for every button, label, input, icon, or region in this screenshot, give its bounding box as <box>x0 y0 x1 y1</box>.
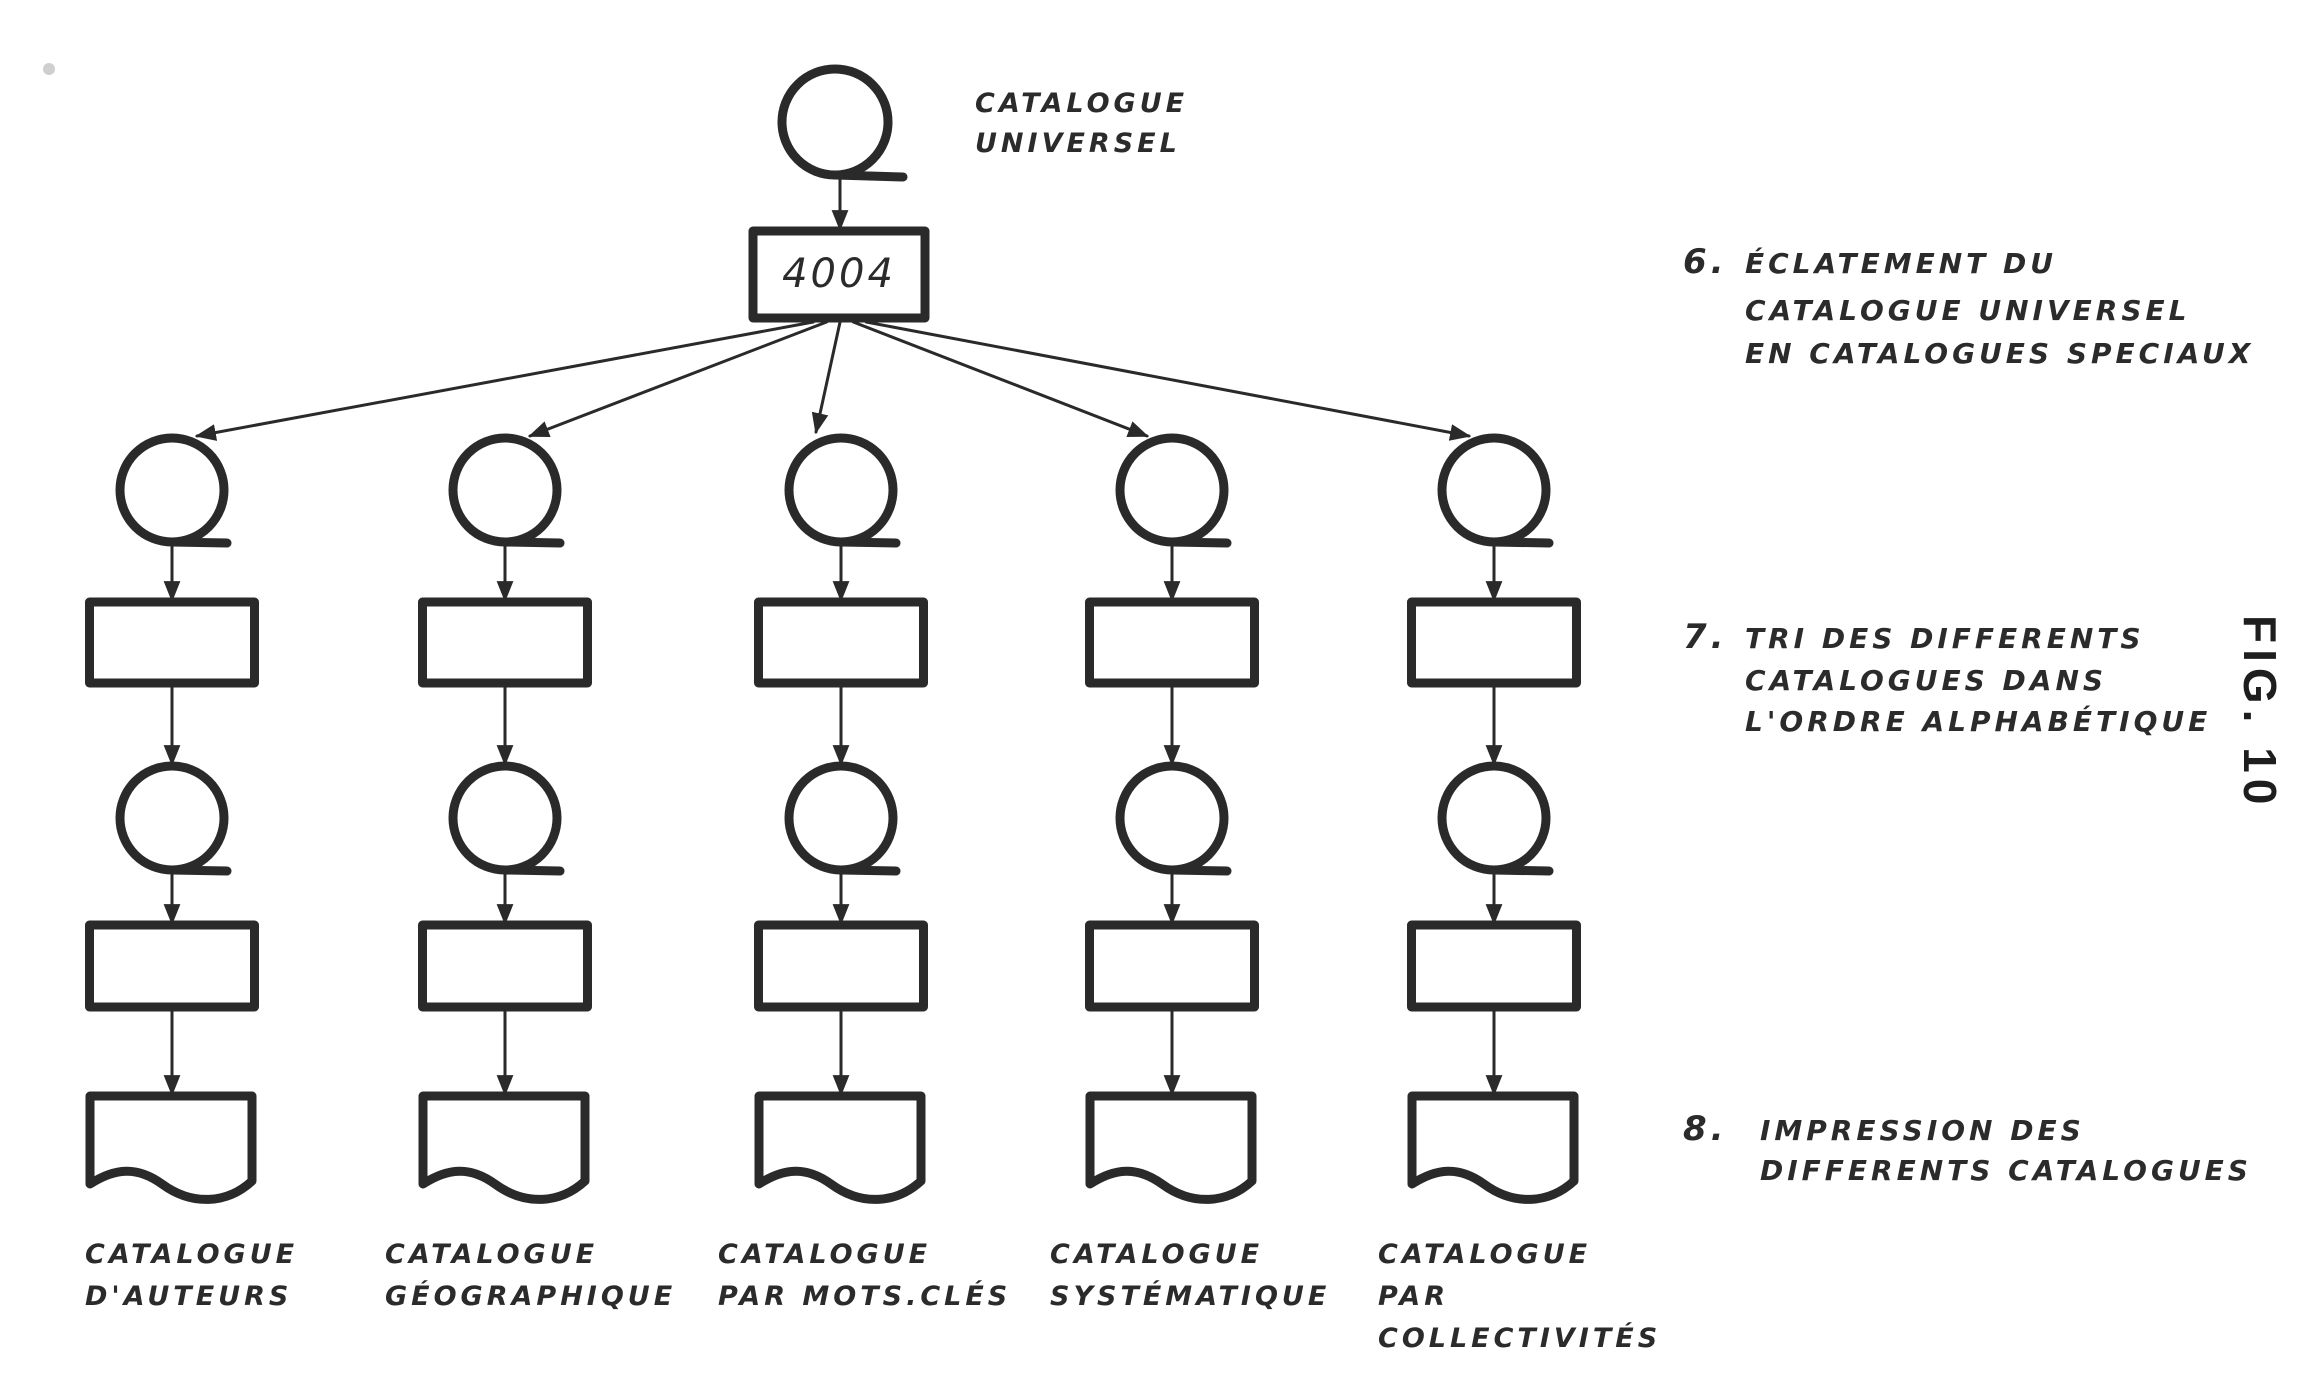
tape-icon <box>784 761 898 875</box>
fan-arrow-systematique <box>851 320 1149 438</box>
tape-tail <box>500 865 565 876</box>
fan-out-arrows <box>194 320 1472 441</box>
catalogue-columns: CATALOGUED'AUTEURSCATALOGUEGÉOGRAPHIQUEC… <box>85 433 1661 1354</box>
tape-icon <box>784 433 898 547</box>
column-label-line: SYSTÉMATIQUE <box>1050 1280 1330 1312</box>
step-7-line-1: TRI DES DIFFERENTS <box>1745 622 2145 655</box>
sort-process-box <box>754 597 928 688</box>
source-tape <box>777 64 908 182</box>
fan-arrow-mots-cles <box>811 320 842 435</box>
step-8-number: 8. <box>1683 1109 1728 1149</box>
column-label-line: CATALOGUE <box>85 1239 298 1270</box>
source-label-line-1: CATALOGUE <box>975 88 1188 119</box>
tape-icon <box>1115 433 1229 547</box>
column-label-line: CATALOGUE <box>385 1239 598 1270</box>
printed-document-icon <box>85 1091 257 1204</box>
tape-tail <box>167 537 232 548</box>
tape-icon <box>115 433 229 547</box>
print-process-box <box>1407 920 1581 1012</box>
tape-tail <box>836 537 901 548</box>
sort-process-box <box>418 597 592 688</box>
fan-arrow-geographique <box>528 320 829 438</box>
tape-icon <box>1437 761 1551 875</box>
step-7: 7. TRI DES DIFFERENTS CATALOGUES DANS L'… <box>1683 617 2211 738</box>
column-systematique: CATALOGUE SYSTÉMATIQUE <box>1050 433 1330 1312</box>
step-7-number: 7. <box>1683 617 1728 657</box>
sort-process-box <box>1407 597 1581 688</box>
step-8: 8. IMPRESSION DES DIFFERENTS CATALOGUES <box>1683 1109 2252 1187</box>
step-6-number: 6. <box>1683 242 1728 282</box>
tape-tail <box>1489 537 1554 548</box>
column-label-line: CATALOGUE <box>718 1239 931 1270</box>
figure-label: FIG. 10 <box>2234 615 2286 810</box>
column-label-line: D'AUTEURS <box>85 1281 292 1312</box>
column-label-line: PAR <box>1378 1281 1449 1312</box>
sort-process-box <box>85 597 259 688</box>
fan-arrow-auteurs <box>194 320 815 441</box>
tape-icon <box>448 761 562 875</box>
step-6-line-2: CATALOGUE UNIVERSEL <box>1745 294 2190 327</box>
printed-document-icon <box>754 1091 926 1204</box>
step-8-line-1: IMPRESSION DES <box>1760 1114 2085 1147</box>
tape-icon <box>448 433 562 547</box>
scan-speck <box>43 63 55 75</box>
process-label: 4004 <box>782 251 896 297</box>
step-7-line-2: CATALOGUES DANS <box>1745 664 2107 697</box>
sort-process-box <box>1085 597 1259 688</box>
column-label-line: COLLECTIVITÉS <box>1378 1322 1661 1354</box>
column-label-line: CATALOGUE <box>1050 1239 1263 1270</box>
tape-icon <box>1115 761 1229 875</box>
column-mots-cles: CATALOGUE PAR MOTS.CLÉS <box>718 433 1011 1312</box>
column-label-line: GÉOGRAPHIQUE <box>385 1280 676 1312</box>
column-auteurs: CATALOGUE D'AUTEURS <box>85 433 298 1312</box>
step-7-line-3: L'ORDRE ALPHABÉTIQUE <box>1745 704 2211 738</box>
tape-icon <box>1437 433 1551 547</box>
printed-document-icon <box>1085 1091 1257 1204</box>
column-label-line: PAR MOTS.CLÉS <box>718 1280 1011 1312</box>
tape-tail <box>836 865 901 876</box>
printed-document-icon <box>1407 1091 1579 1204</box>
tape-tail <box>167 865 232 876</box>
tape-icon <box>115 761 229 875</box>
tape-tail <box>1167 537 1232 548</box>
print-process-box <box>418 920 592 1012</box>
step-6-line-3: EN CATALOGUES SPECIAUX <box>1745 337 2254 370</box>
process-box-4004 <box>748 226 930 323</box>
tape-icon <box>777 64 893 180</box>
print-process-box <box>1085 920 1259 1012</box>
column-collectivites: CATALOGUE PAR COLLECTIVITÉS <box>1378 433 1661 1354</box>
tape-tail <box>1167 865 1232 876</box>
step-8-line-2: DIFFERENTS CATALOGUES <box>1760 1154 2252 1187</box>
print-process-box <box>754 920 928 1012</box>
step-6-line-1: ÉCLATEMENT DU <box>1745 246 2057 280</box>
fan-arrow-collectivites <box>864 320 1472 441</box>
tape-tail <box>500 537 565 548</box>
column-geographique: CATALOGUE GÉOGRAPHIQUE <box>385 433 676 1312</box>
printed-document-icon <box>418 1091 590 1204</box>
column-label-line: CATALOGUE <box>1378 1239 1591 1270</box>
tape-tail <box>830 170 908 182</box>
tape-tail <box>1489 865 1554 876</box>
source-label-line-2: UNIVERSEL <box>975 128 1181 159</box>
step-6: 6. ÉCLATEMENT DU CATALOGUE UNIVERSEL EN … <box>1683 242 2254 370</box>
print-process-box <box>85 920 259 1012</box>
